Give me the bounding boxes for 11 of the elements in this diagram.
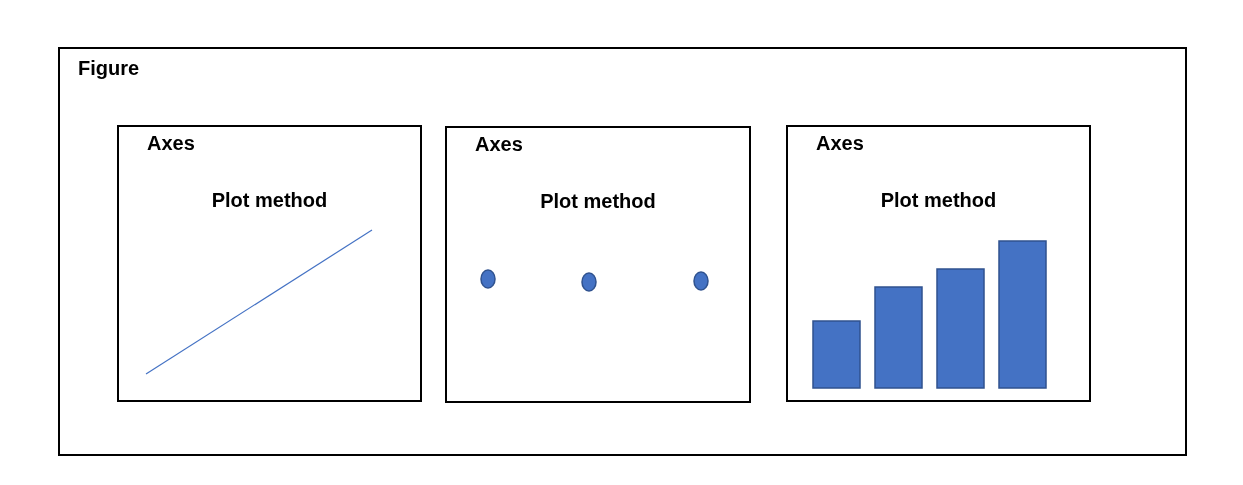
axes-title: Axes: [816, 132, 864, 154]
axes-panel: [117, 125, 422, 402]
plot-method-text: Plot method: [879, 189, 998, 211]
plot-method-text: Plot method: [539, 190, 657, 212]
axes-title: Axes: [475, 133, 523, 155]
figure-frame: [58, 47, 1187, 456]
axes-panel: [786, 125, 1091, 402]
axes-panel: [445, 126, 751, 403]
axes-title: Axes: [147, 132, 195, 154]
plot-method-text: Plot method: [210, 189, 329, 211]
figure-title: Figure: [78, 57, 140, 79]
